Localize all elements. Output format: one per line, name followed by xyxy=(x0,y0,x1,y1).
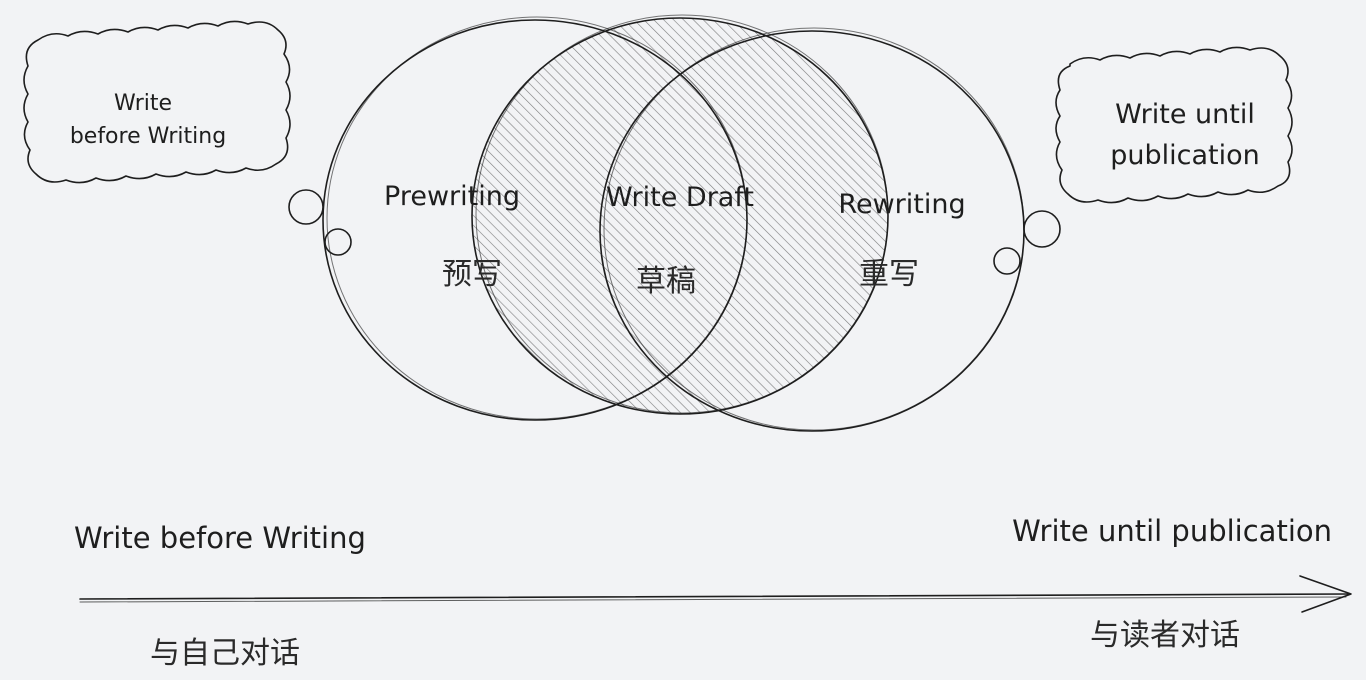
timeline-start-label: Write before Writing xyxy=(74,521,366,555)
thought-cloud-right xyxy=(993,46,1293,275)
cloud-right-line2: publication xyxy=(1110,140,1260,171)
rewriting-label-cn: 重写 xyxy=(859,257,919,292)
timeline-start-label-cn: 与自己对话 xyxy=(150,636,300,671)
timeline-arrow xyxy=(79,575,1352,613)
cloud-left-line1: Write xyxy=(114,91,172,116)
timeline-end-label: Write until publication xyxy=(1012,514,1332,548)
prewriting-label-cn: 预写 xyxy=(442,257,502,292)
cloud-left-line2: before Writing xyxy=(70,124,226,149)
prewriting-circle xyxy=(322,16,748,421)
cloud-right-line1: Write until xyxy=(1115,99,1255,130)
prewriting-label: Prewriting xyxy=(384,181,520,212)
draft-label: Write Draft xyxy=(606,182,754,213)
thought-cloud-left xyxy=(23,20,352,256)
draft-circle xyxy=(471,14,889,415)
draft-label-cn: 草稿 xyxy=(636,264,696,299)
rewriting-label: Rewriting xyxy=(838,189,965,220)
timeline-end-label-cn: 与读者对话 xyxy=(1090,618,1240,653)
